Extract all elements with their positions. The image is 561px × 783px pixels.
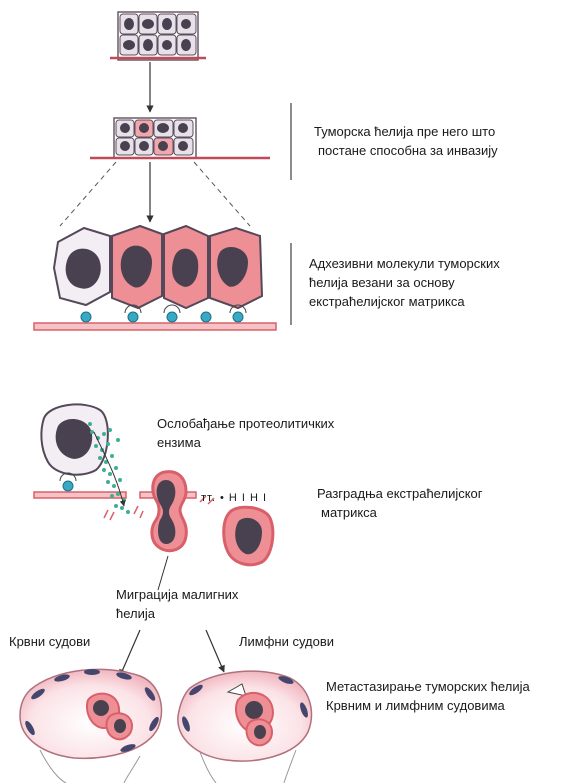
lymph-vessel: [178, 671, 312, 783]
label-enzyme-release: Ослобађање протеолитичких ензима: [157, 414, 334, 452]
label-blood-vessels: Крвни судови: [9, 632, 90, 651]
label-matrix-degradation: Разградња екстраћелијског матрикса: [317, 484, 483, 522]
arrow-to-blood-vessel: [120, 630, 140, 676]
epithelium-top: [110, 12, 206, 60]
enlarged-cells: [54, 226, 262, 308]
label-lymph-vessels: Лимфни судови: [239, 632, 334, 651]
epithelium-with-tumor-cell: [90, 118, 270, 158]
extracellular-matrix-1: [34, 323, 276, 330]
blood-vessel: [20, 669, 161, 783]
label-cell-migration: Миграција малигних ћелија: [116, 585, 238, 623]
label-before-invasion: Туморска ћелија пре него што постане спо…: [314, 122, 498, 160]
zoom-line-left: [60, 162, 116, 226]
arrow-to-lymph-vessel: [206, 630, 224, 672]
label-membrane-fragments: тт. • Н І Н І: [201, 489, 267, 508]
adhesion-molecules: [81, 305, 246, 322]
label-metastasis: Метастазирање туморских ћелија Крвним и …: [326, 677, 530, 715]
zoom-line-right: [194, 162, 250, 226]
label-adhesion-molecules: Адхезивни молекули туморских ћелија веза…: [309, 254, 500, 311]
